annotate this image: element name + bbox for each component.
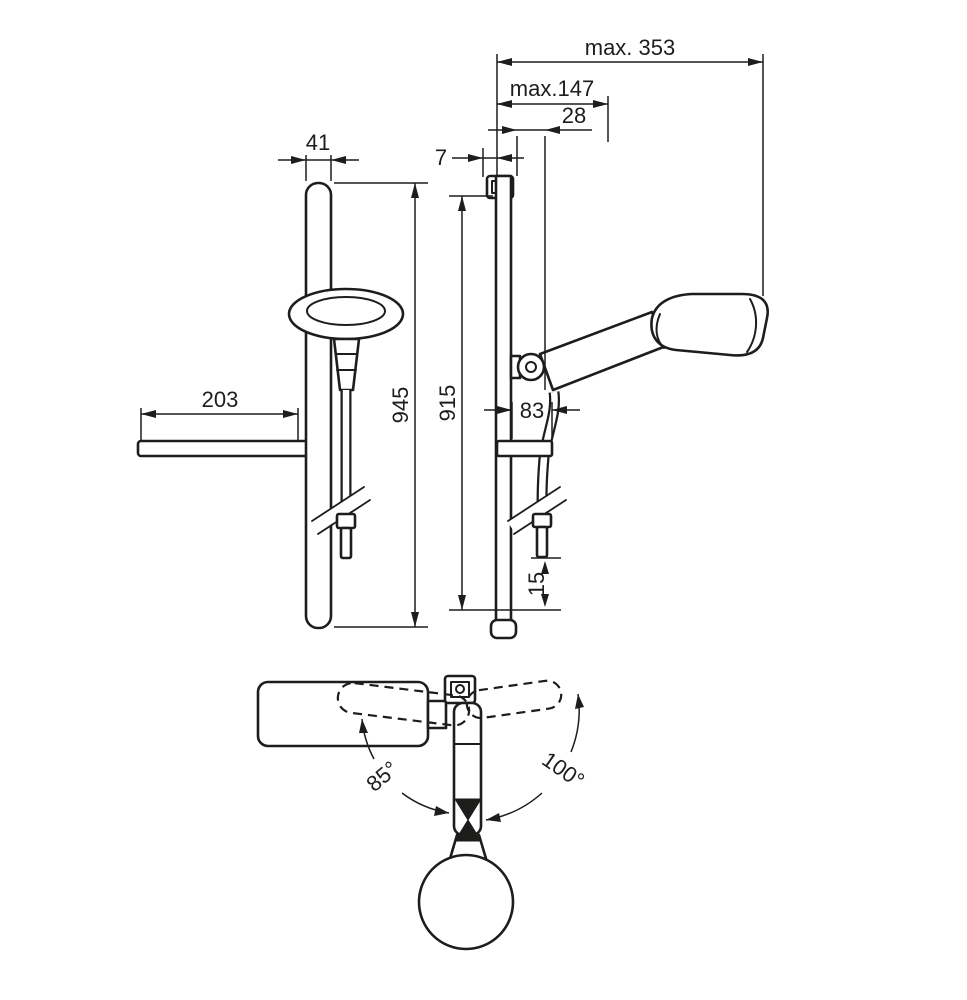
side-hose-break-band <box>507 487 567 533</box>
angle-label-100: 100° <box>537 747 589 794</box>
side-shelf <box>495 439 554 458</box>
dim-15-arrow-bottom <box>541 594 549 607</box>
dim-83-arrow-right <box>552 406 567 414</box>
dim-15-arrow-top <box>541 561 549 574</box>
dim-max-147: max.147 <box>497 76 609 142</box>
dim-15: 15 <box>524 557 561 607</box>
dim-max-353-arrow-left <box>497 58 512 66</box>
dim-max-353: max. 353 <box>496 35 764 296</box>
dim-label-15: 15 <box>524 572 549 596</box>
dim-41-arrow-right <box>331 156 346 164</box>
side-rail-end-cap <box>489 618 518 640</box>
dim-915: 915 <box>435 195 561 611</box>
front-shelf <box>136 439 312 458</box>
dim-203-extensions <box>140 408 299 440</box>
dim-max-353-arrow-right <box>748 58 763 66</box>
dim-label-28: 28 <box>562 103 586 128</box>
dim-max-353-extensions <box>496 54 764 296</box>
angle-label-85: 85° <box>361 756 403 797</box>
dim-28-arrow-left <box>502 126 517 134</box>
dim-83-extensions <box>511 402 553 439</box>
dim-label-max-147: max.147 <box>510 76 594 101</box>
hand-shower-head <box>650 292 769 357</box>
front-hose-connector <box>339 526 353 560</box>
head-rim-line <box>746 298 757 353</box>
arc-left-arrow-2 <box>359 719 368 733</box>
dim-915-arrow-top <box>458 196 466 211</box>
dim-41-extensions <box>305 155 332 181</box>
dim-label-203: 203 <box>202 387 239 412</box>
top-shelf <box>256 680 430 748</box>
dim-945: 945 <box>334 182 428 628</box>
dim-945-arrow-top <box>411 183 419 198</box>
soap-dish-inner <box>306 296 386 326</box>
front-hose-nut <box>335 512 357 530</box>
front-rail <box>304 181 333 630</box>
swing-range-left <box>336 681 471 727</box>
dim-7: 7 <box>435 145 524 177</box>
dim-28: 28 <box>488 103 592 390</box>
front-hose-break-band <box>311 487 371 533</box>
dim-label-41: 41 <box>306 130 330 155</box>
dim-max-147-arrow-right <box>593 100 608 108</box>
dim-203-arrow-left <box>141 410 156 418</box>
dim-28-arrow-right <box>545 126 560 134</box>
dim-41-arrow-left <box>291 156 306 164</box>
dim-label-max-353: max. 353 <box>585 35 676 60</box>
shower-holder-band <box>335 353 358 371</box>
dim-label-83: 83 <box>520 398 544 423</box>
cut-symbol-top <box>454 798 482 821</box>
dim-7-arrow-right <box>497 154 512 162</box>
dim-945-arrow-bottom <box>411 612 419 627</box>
dim-label-7: 7 <box>435 145 447 170</box>
dim-915-arrow-bottom <box>458 595 466 610</box>
dim-41: 41 <box>278 130 359 181</box>
arc-right-arrow-2 <box>575 694 584 709</box>
dim-28-extensions <box>516 136 546 390</box>
dim-203: 203 <box>140 387 299 440</box>
side-rail <box>494 174 513 628</box>
side-hose-nut <box>531 512 553 529</box>
arc-right-arrow-1 <box>486 813 501 822</box>
dim-max-147-arrow-left <box>497 100 512 108</box>
dim-83: 83 <box>484 398 580 439</box>
shower-holder-front <box>332 337 361 392</box>
top-bracket <box>426 699 448 730</box>
dim-7-arrow-left <box>468 154 483 162</box>
front-view <box>136 181 405 630</box>
side-view <box>485 174 769 640</box>
dim-945-ticks <box>334 182 428 628</box>
side-hose-connector <box>535 525 549 559</box>
top-head <box>417 853 515 951</box>
dim-label-915: 915 <box>435 385 460 422</box>
cut-symbol-bottom <box>454 819 482 842</box>
hand-shower-handle <box>538 310 668 392</box>
dim-83-arrow-left <box>497 406 512 414</box>
arc-left-arrow-1 <box>434 806 449 816</box>
holder-knob-center <box>525 361 537 373</box>
swing-range-right <box>465 679 563 720</box>
dim-label-945: 945 <box>388 387 413 424</box>
handle-head-joint <box>655 313 665 349</box>
dim-203-arrow-right <box>283 410 298 418</box>
holder-knob <box>516 352 546 382</box>
mount-screw <box>455 684 465 694</box>
dim-915-ticks <box>449 195 561 611</box>
top-view: 85° 100° <box>256 674 589 951</box>
dimensions: max. 353 max.147 28 7 <box>140 35 764 628</box>
top-rail-mount <box>443 674 477 705</box>
